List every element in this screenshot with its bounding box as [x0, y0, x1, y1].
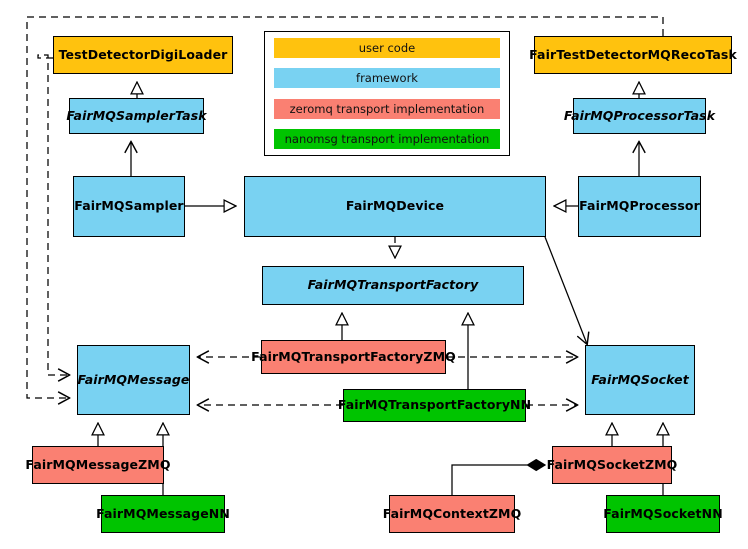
class-node-label: FairMQMessageNN [96, 505, 230, 521]
edge-contextzmq-to-socketzmq [451, 465, 545, 495]
class-node-label: TestDetectorDigiLoader [58, 46, 228, 62]
legend-item-framework: framework [274, 68, 500, 89]
class-node-FairMQMessage[interactable]: FairMQMessage [77, 345, 190, 415]
legend-item-zeromq: zeromq transport implementation [274, 98, 500, 119]
class-node-label: FairMQProcessorTask [563, 107, 716, 123]
class-node-FairMQTransportFactory[interactable]: FairMQTransportFactory [262, 266, 524, 305]
class-node-label: FairMQProcessor [579, 198, 700, 214]
class-node-label: FairMQSocket [591, 371, 689, 387]
class-node-label: FairMQSampler [74, 198, 184, 214]
class-node-FairMQMessageNN[interactable]: FairMQMessageNN [96, 495, 230, 533]
class-node-label: FairMQTransportFactoryZMQ [251, 348, 456, 364]
legend-label-usercode: user code [358, 41, 416, 55]
legend-box: user code framework zeromq transport imp… [264, 31, 510, 156]
class-node-label: FairMQTransportFactory [307, 277, 479, 293]
class-node-FairMQProcessorTask[interactable]: FairMQProcessorTask [564, 98, 715, 134]
class-node-FairMQSampler[interactable]: FairMQSampler [73, 176, 185, 237]
class-node-label: FairMQContextZMQ [382, 505, 522, 521]
class-node-FairMQTransportFactoryZMQ[interactable]: FairMQTransportFactoryZMQ [251, 340, 456, 374]
class-node-label: FairTestDetectorMQRecoTask [529, 46, 737, 62]
legend-label-zeromq: zeromq transport implementation [289, 101, 485, 116]
edge-digiloader-to-message [37, 54, 69, 375]
class-node-FairTestDetectorMQRecoTask[interactable]: FairTestDetectorMQRecoTask [529, 36, 737, 74]
class-node-FairMQSocketNN[interactable]: FairMQSocketNN [603, 495, 723, 533]
legend-label-nanomsg: nanomsg transport implementation [284, 131, 490, 146]
class-node-label: FairMQMessageZMQ [25, 456, 171, 472]
class-node-label: FairMQTransportFactoryNN [337, 397, 532, 413]
legend-item-nanomsg: nanomsg transport implementation [274, 128, 500, 149]
class-node-label: FairMQMessage [77, 371, 190, 387]
class-node-FairMQTransportFactoryNN[interactable]: FairMQTransportFactoryNN [338, 389, 531, 422]
class-node-TestDetectorDigiLoader[interactable]: TestDetectorDigiLoader [53, 36, 233, 74]
legend-label-framework: framework [356, 71, 418, 86]
class-node-FairMQDevice[interactable]: FairMQDevice [244, 176, 546, 237]
class-node-FairMQContextZMQ[interactable]: FairMQContextZMQ [383, 495, 521, 533]
class-node-FairMQSamplerTask[interactable]: FairMQSamplerTask [66, 98, 207, 134]
class-node-FairMQSocketZMQ[interactable]: FairMQSocketZMQ [547, 446, 677, 484]
class-node-label: FairMQSocketZMQ [546, 456, 678, 472]
class-node-FairMQProcessor[interactable]: FairMQProcessor [578, 176, 701, 237]
class-node-label: FairMQSocketNN [603, 505, 723, 521]
edge-device-to-socket [544, 236, 587, 344]
class-node-label: FairMQDevice [345, 198, 445, 214]
legend-item-usercode: user code [274, 38, 500, 58]
class-node-label: FairMQSamplerTask [66, 107, 207, 123]
class-node-FairMQSocket[interactable]: FairMQSocket [585, 345, 695, 415]
class-node-FairMQMessageZMQ[interactable]: FairMQMessageZMQ [25, 446, 170, 484]
